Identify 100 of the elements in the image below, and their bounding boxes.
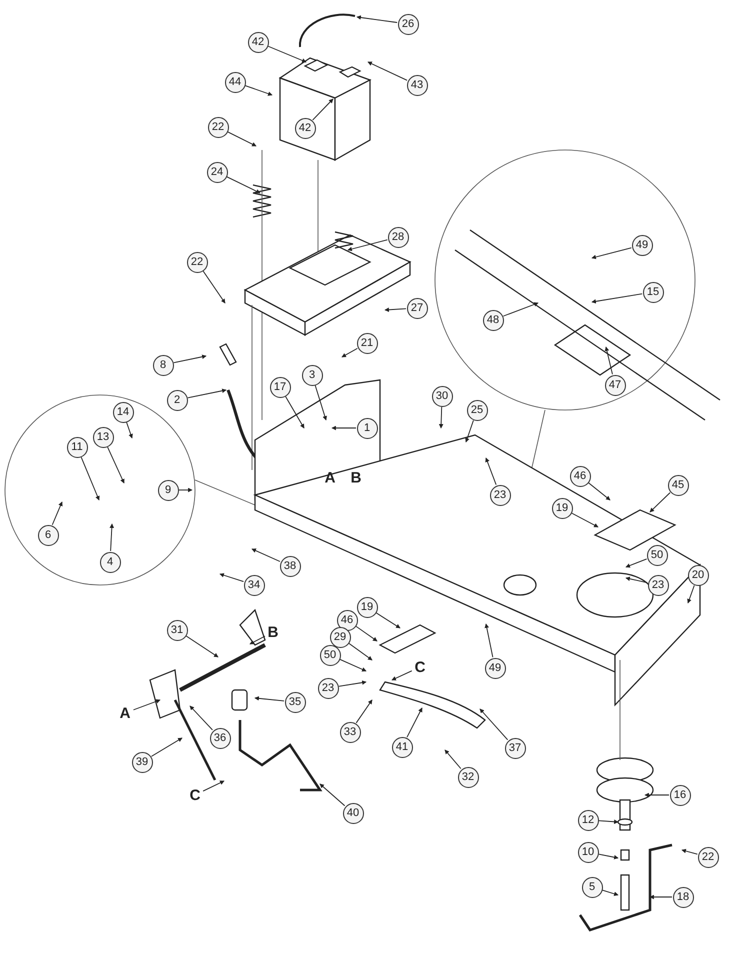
callout-number: 49 (484, 658, 506, 678)
leader-line (356, 626, 378, 642)
leader-line (173, 354, 207, 364)
leader-line (347, 239, 388, 252)
callout-number: 8 (152, 354, 174, 376)
leader-line (384, 308, 406, 312)
leader-line (342, 348, 358, 358)
leader-line (406, 708, 422, 738)
callout-number: 29 (330, 626, 350, 648)
leader-line (202, 780, 224, 792)
callout-number: 34 (244, 574, 264, 596)
callout-number: 37 (504, 738, 526, 758)
leader-line (644, 792, 670, 798)
callout-number: 48 (482, 310, 504, 330)
callout-number: 36 (210, 728, 230, 748)
leader-line (650, 492, 671, 512)
leader-line (320, 784, 346, 806)
leader-line (484, 623, 494, 658)
leader-line (438, 406, 444, 429)
leader-line (368, 62, 408, 81)
callout-number: 5 (582, 876, 602, 898)
leader-line (285, 396, 304, 428)
leader-line (150, 738, 182, 757)
callout-number: 22 (698, 846, 718, 868)
callout-number: 24 (206, 162, 228, 182)
leader-line (485, 457, 497, 486)
leader-line (687, 584, 695, 604)
callout-number: 28 (388, 226, 408, 248)
callout-number: 42 (248, 32, 268, 52)
leader-line (625, 576, 648, 584)
leader-line (331, 426, 356, 430)
callout-number: 19 (356, 596, 378, 618)
leader-line (602, 890, 619, 896)
leader-line (132, 699, 161, 710)
leader-line (186, 636, 218, 658)
callout-number: 25 (466, 400, 488, 420)
leader-line (107, 446, 124, 484)
callout-number: 14 (112, 402, 134, 422)
callout-number: 4 (100, 552, 120, 572)
leader-line (226, 176, 260, 194)
leader-line (604, 346, 613, 375)
callout-number: 40 (342, 802, 364, 824)
leader-line (588, 482, 610, 500)
callout-number: 50 (320, 644, 340, 666)
callout-number: 22 (186, 252, 208, 272)
callout-number: 47 (604, 374, 626, 396)
leader-line (314, 385, 327, 421)
leader-line (444, 750, 462, 770)
leader-line (110, 523, 114, 552)
leader-line (338, 680, 367, 687)
leader-line (376, 612, 400, 628)
leader-line (52, 501, 63, 526)
callout-number: 2 (166, 390, 188, 410)
callout-number: 10 (578, 842, 598, 862)
callout-number: 6 (38, 524, 58, 546)
reference-letter: A (118, 705, 132, 721)
leader-line (219, 573, 244, 582)
callout-number: 38 (280, 556, 300, 576)
leader-line (80, 456, 100, 501)
leader-line (392, 670, 412, 680)
leader-line (480, 708, 508, 740)
callout-number: 43 (406, 74, 428, 96)
reference-letter: B (266, 624, 280, 640)
callout-number: 31 (166, 620, 188, 640)
callout-number: 21 (356, 332, 378, 354)
callout-number: 18 (672, 886, 694, 908)
leader-line (340, 659, 367, 672)
callout-number: 26 (398, 14, 418, 34)
leader-line (190, 706, 213, 730)
leader-line (312, 98, 334, 121)
leader-line (187, 388, 227, 398)
callout-number: 33 (340, 722, 360, 742)
leader-line (681, 848, 698, 855)
callout-number: 49 (632, 234, 652, 256)
callout-number: 44 (224, 72, 246, 92)
callout-number: 15 (642, 282, 664, 302)
reference-letter: C (413, 659, 427, 675)
callout-number: 35 (284, 692, 306, 712)
callout-number: 41 (392, 736, 412, 758)
leader-line (202, 270, 226, 304)
leader-line (126, 422, 133, 439)
leader-line (356, 15, 398, 23)
callout-number: 46 (336, 610, 358, 630)
leader-line (251, 548, 280, 562)
callout-number: 3 (302, 364, 322, 386)
leader-line (625, 558, 648, 568)
reference-letter: C (188, 787, 202, 803)
leader-line (571, 512, 598, 528)
callout-number: 11 (66, 436, 88, 458)
leader-line (591, 293, 643, 304)
callout-number: 16 (670, 784, 690, 806)
leader-line (254, 696, 284, 702)
callout-number: 45 (668, 474, 688, 496)
leader-line (244, 85, 273, 96)
callout-number: 46 (570, 466, 590, 486)
callout-number: 32 (458, 766, 478, 788)
callout-number: 30 (432, 386, 452, 406)
leader-line (250, 636, 266, 644)
callout-number: 13 (92, 426, 114, 448)
leader-line (502, 302, 539, 317)
